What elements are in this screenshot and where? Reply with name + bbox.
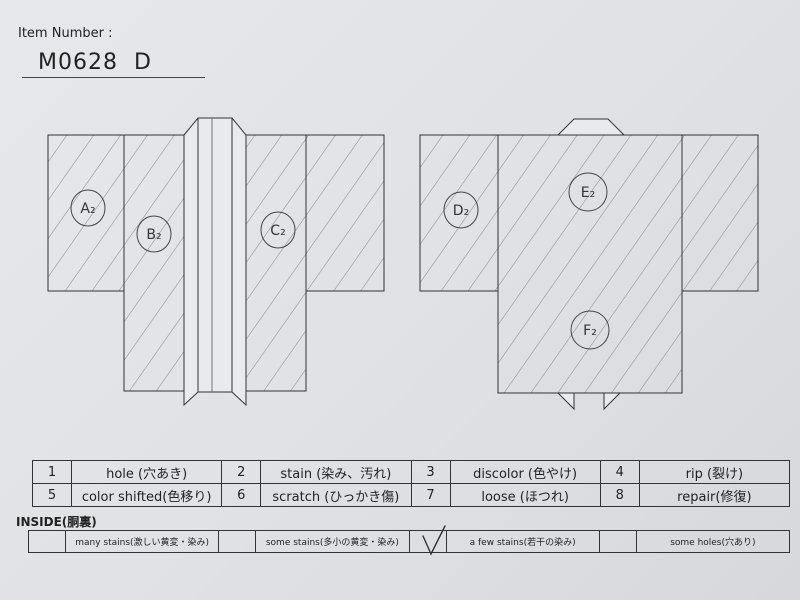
option-label: many stains(激しい黄変・染み) [64,530,220,553]
defect-legend-table: 1 hole (穴あき) 2 stain (染み、汚れ) 3 discolor … [32,460,791,507]
section-marker-b: B₂ [136,215,172,253]
defect-label: scratch (ひっかき傷) [260,483,412,507]
defect-label: hole (穴あき) [70,460,223,484]
section-marker-a: A₂ [70,189,106,227]
checkbox-some-stains[interactable] [218,530,257,553]
section-marker-e: E₂ [568,172,608,212]
front-view [47,117,385,407]
defect-number: 5 [32,483,72,507]
option-label: a few stains(若干の染み) [445,530,600,553]
table-row: 1 hole (穴あき) 2 stain (染み、汚れ) 3 discolor … [32,460,791,484]
section-marker-f: F₂ [570,310,610,350]
svg-text:D₂: D₂ [453,203,469,219]
inside-section-title: INSIDE(胴裏) [16,515,97,529]
section-marker-d: D₂ [443,191,479,229]
table-row: many stains(激しい黄変・染み) some stains(多小の黄変・… [28,530,791,553]
back-body [497,134,683,394]
option-label: some stains(多小の黄変・染み) [255,530,410,553]
item-number-underline [22,77,205,78]
defect-number: 4 [599,460,640,484]
defect-number: 3 [410,460,451,484]
defect-number: 7 [410,483,451,507]
item-number-label: Item Number : [18,26,113,41]
checkbox-many-stains[interactable] [28,530,66,553]
svg-text:C₂: C₂ [270,223,285,239]
table-row: 5 color shifted(色移り) 6 scratch (ひっかき傷) 7… [32,483,791,507]
back-right-sleeve [681,134,759,292]
back-right-hem-tab [603,392,622,411]
check-mark-icon [422,525,446,556]
defect-label: color shifted(色移り) [70,483,223,507]
back-left-hem-tab [556,392,575,411]
svg-text:B₂: B₂ [146,227,161,243]
option-label: some holes(穴あり) [635,530,791,553]
front-right-sleeve [305,134,385,292]
defect-label: stain (染み、汚れ) [260,460,412,484]
section-marker-c: C₂ [260,211,296,249]
svg-text:A₂: A₂ [80,201,95,217]
inside-condition-table: many stains(激しい黄変・染み) some stains(多小の黄変・… [28,530,791,553]
defect-number: 2 [221,460,262,484]
back-collar [556,118,626,136]
checkbox-some-holes[interactable] [598,530,637,553]
defect-label: loose (ほつれ) [449,483,601,507]
defect-number: 1 [32,460,72,484]
item-number-value: M0628 D [38,50,152,75]
front-right-body [245,134,307,392]
defect-label: discolor (色やけ) [449,460,601,484]
defect-label: rip (裂け) [638,460,791,484]
garment-diagram: A₂ B₂ C₂ D₂ E₂ F₂ [47,117,759,411]
defect-number: 6 [221,483,262,507]
svg-text:E₂: E₂ [581,185,595,201]
defect-number: 8 [599,483,640,507]
defect-label: repair(修復) [638,483,791,507]
front-left-body [123,134,185,392]
back-left-sleeve [419,134,499,292]
collar-band [183,117,247,407]
back-view [419,118,759,411]
svg-text:F₂: F₂ [583,323,597,339]
